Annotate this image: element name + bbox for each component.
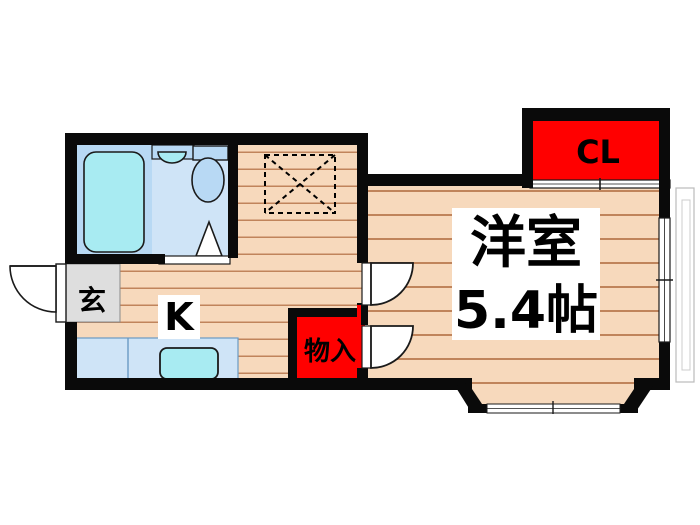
- closet-sliding-doors: [529, 178, 671, 190]
- storage-label: 物入: [304, 337, 356, 367]
- room-door-lower: [361, 325, 414, 369]
- overhead-storage-icon: [264, 154, 336, 214]
- wash-basin-icon: [157, 151, 187, 164]
- hall-upper-floor: [233, 140, 365, 258]
- closet-cl: [530, 120, 670, 180]
- bathtub-icon: [83, 151, 145, 253]
- entrance-label: 玄: [78, 284, 106, 317]
- bathroom-area: [77, 144, 231, 265]
- room-label-backing: [452, 208, 600, 340]
- room-door-upper: [361, 262, 414, 306]
- right-wall-window: [656, 187, 695, 383]
- partition-red-edge: [357, 305, 361, 327]
- closet-label: CL: [576, 133, 620, 171]
- bay-window: [455, 383, 653, 414]
- room-name-label: 洋室: [470, 211, 582, 276]
- storage-monoire: [295, 315, 365, 380]
- kitchen-sink-icon: [159, 347, 219, 380]
- entrance-door: [9, 263, 67, 323]
- toilet-icon: [191, 157, 225, 203]
- kitchen-label-backing: [158, 295, 200, 339]
- kitchen-label: K: [164, 295, 195, 339]
- room-size-label: 5.4帖: [454, 281, 598, 341]
